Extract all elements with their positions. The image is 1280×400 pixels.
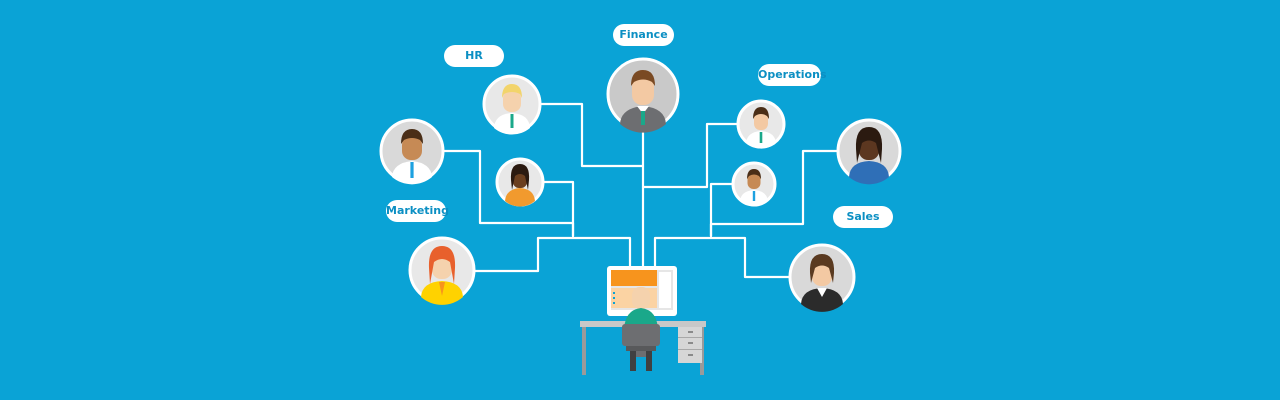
- label-sales: Sales: [833, 206, 893, 228]
- line-right-mid: [709, 182, 735, 238]
- line-operations: [641, 122, 739, 189]
- avatar-right-top: [836, 118, 902, 185]
- line-left-bottom: [473, 236, 632, 273]
- line-left-mid: [541, 180, 575, 238]
- label-operations: Operations: [758, 64, 827, 86]
- avatar-operations: [736, 99, 786, 149]
- line-right-bottom: [653, 236, 791, 279]
- avatar-right-mid: [731, 161, 777, 207]
- line-hr: [539, 102, 645, 168]
- label-hr: HR: [444, 45, 504, 67]
- label-finance: Finance: [613, 24, 674, 46]
- avatar-sales: [788, 243, 856, 312]
- connection-lines: [441, 102, 840, 279]
- line-right-top: [709, 149, 840, 238]
- label-marketing: Marketing: [386, 200, 449, 222]
- workstation: [580, 266, 706, 375]
- avatar-left-top: [379, 118, 445, 185]
- avatar-finance: [606, 57, 680, 133]
- avatar-left-mid: [495, 157, 545, 207]
- chair: [622, 324, 660, 346]
- worker-head: [632, 287, 650, 309]
- avatar-hr: [482, 74, 542, 135]
- avatar-marketing: [408, 236, 476, 305]
